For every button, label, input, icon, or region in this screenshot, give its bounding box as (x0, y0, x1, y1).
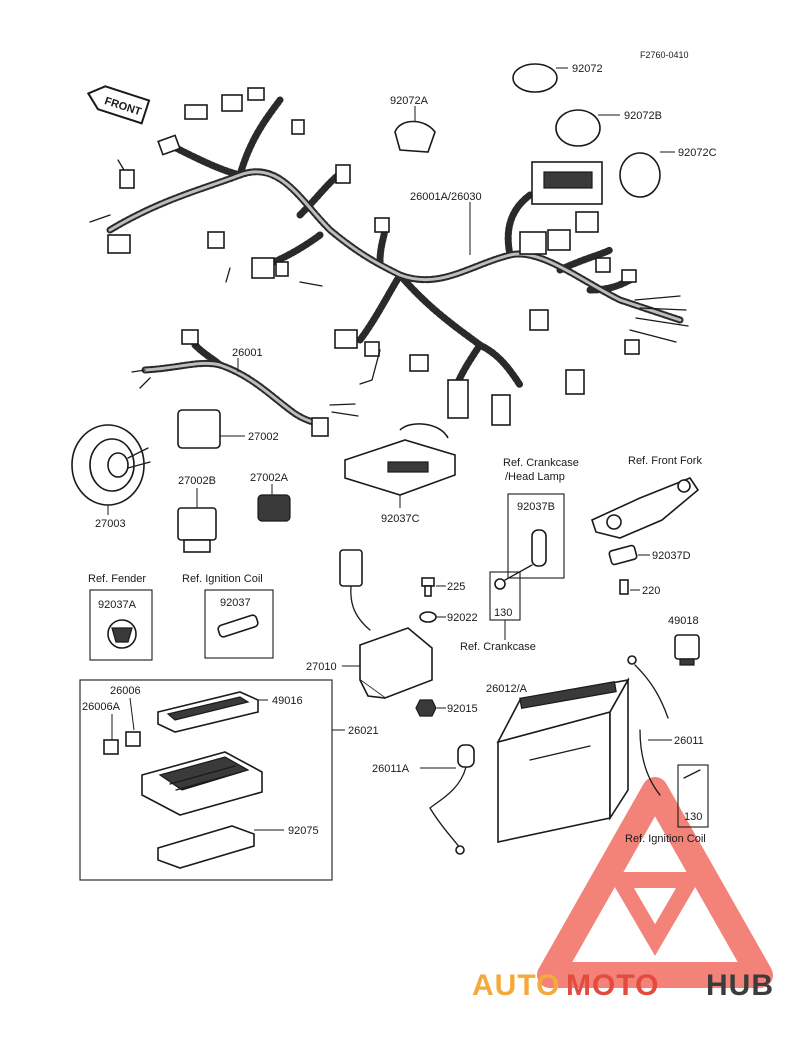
label-92072A: 92072A (390, 95, 429, 107)
label-92075: 92075 (288, 825, 319, 837)
washer-92022 (419, 611, 437, 623)
nut-92015 (415, 699, 437, 717)
cap-49018 (674, 634, 700, 666)
label-ref-crankcase-headlamp-2: /Head Lamp (505, 471, 565, 483)
label-225: 225 (447, 581, 465, 593)
logo-text-hub: HUB (706, 969, 774, 1002)
label-92072: 92072 (572, 63, 603, 75)
clamp-92072 (512, 63, 558, 93)
clip-92037A (107, 619, 137, 649)
cable-26011A (429, 744, 475, 855)
watermark-logo-triangle (537, 777, 773, 988)
label-27003: 27003 (95, 518, 126, 530)
label-130-a: 130 (494, 607, 512, 619)
label-ref-ignition-coil-2: Ref. Ignition Coil (625, 833, 706, 845)
relay-27002 (177, 409, 221, 449)
fuse-lid-92075 (157, 825, 255, 869)
connector-27010 (339, 549, 371, 631)
label-26021: 26021 (348, 725, 379, 737)
fuse-cover-49016 (157, 691, 259, 733)
label-26006: 26006 (110, 685, 141, 697)
part-27002A (257, 494, 291, 522)
main-harness-connectors (89, 87, 689, 426)
label-92022: 92022 (447, 612, 478, 624)
label-27002: 27002 (248, 431, 279, 443)
label-92037D: 92037D (652, 550, 691, 562)
cover-92037C (344, 423, 456, 496)
clamp-92072B (555, 109, 601, 147)
label-92072C: 92072C (678, 147, 717, 159)
label-27002B: 27002B (178, 475, 216, 487)
label-26006A: 26006A (82, 701, 121, 713)
label-26001A-26030: 26001A/26030 (410, 191, 482, 203)
logo-text-moto: MOTO (566, 969, 659, 1002)
fuse-26006A (103, 739, 119, 755)
logo-text-auto: AUTO (472, 969, 560, 1002)
clip-92037D (608, 544, 638, 566)
clip-92037B (531, 529, 547, 567)
label-ref-fender: Ref. Fender (88, 573, 146, 585)
sub-harness-26001 (131, 329, 359, 437)
label-26001: 26001 (232, 347, 263, 359)
label-ref-crankcase-headlamp-1: Ref. Crankcase (503, 457, 579, 469)
label-26011: 26011 (674, 735, 704, 747)
bolt-225 (421, 577, 435, 597)
relay-27002B (177, 507, 217, 553)
label-92072B: 92072B (624, 110, 662, 122)
battery-26012A (496, 676, 630, 843)
clamp-92072C (619, 152, 661, 198)
label-130-b: 130 (684, 811, 702, 823)
front-fork-bracket (591, 477, 700, 539)
label-92037C: 92037C (381, 513, 420, 525)
label-ref-crankcase: Ref. Crankcase (460, 641, 536, 653)
clip-92037 (217, 614, 259, 638)
label-ref-ignition-coil-1: Ref. Ignition Coil (182, 573, 263, 585)
label-49018: 49018 (668, 615, 699, 627)
watermark-logo: AUTO MOTO HUB (472, 969, 774, 1002)
horn-27003 (71, 424, 151, 506)
clamp-92072A (394, 120, 436, 153)
label-220: 220 (642, 585, 660, 597)
figure-code: F2760-0410 (640, 50, 689, 60)
label-27010: 27010 (306, 661, 337, 673)
label-92037A: 92037A (98, 599, 137, 611)
label-ref-front-fork: Ref. Front Fork (628, 455, 702, 467)
front-arrow-icon: FRONT (86, 85, 151, 125)
label-92015: 92015 (447, 703, 478, 715)
fuse-box (141, 751, 263, 816)
label-49016: 49016 (272, 695, 303, 707)
fuse-26006 (125, 731, 141, 747)
label-27002A: 27002A (250, 472, 289, 484)
label-92037B: 92037B (517, 501, 555, 513)
label-26011A: 26011A (372, 763, 410, 775)
regulator-27010 (359, 627, 433, 699)
cable-26011 (627, 655, 669, 796)
label-92037: 92037 (220, 597, 251, 609)
bolt-220 (619, 579, 629, 595)
label-26012A: 26012/A (486, 683, 528, 695)
